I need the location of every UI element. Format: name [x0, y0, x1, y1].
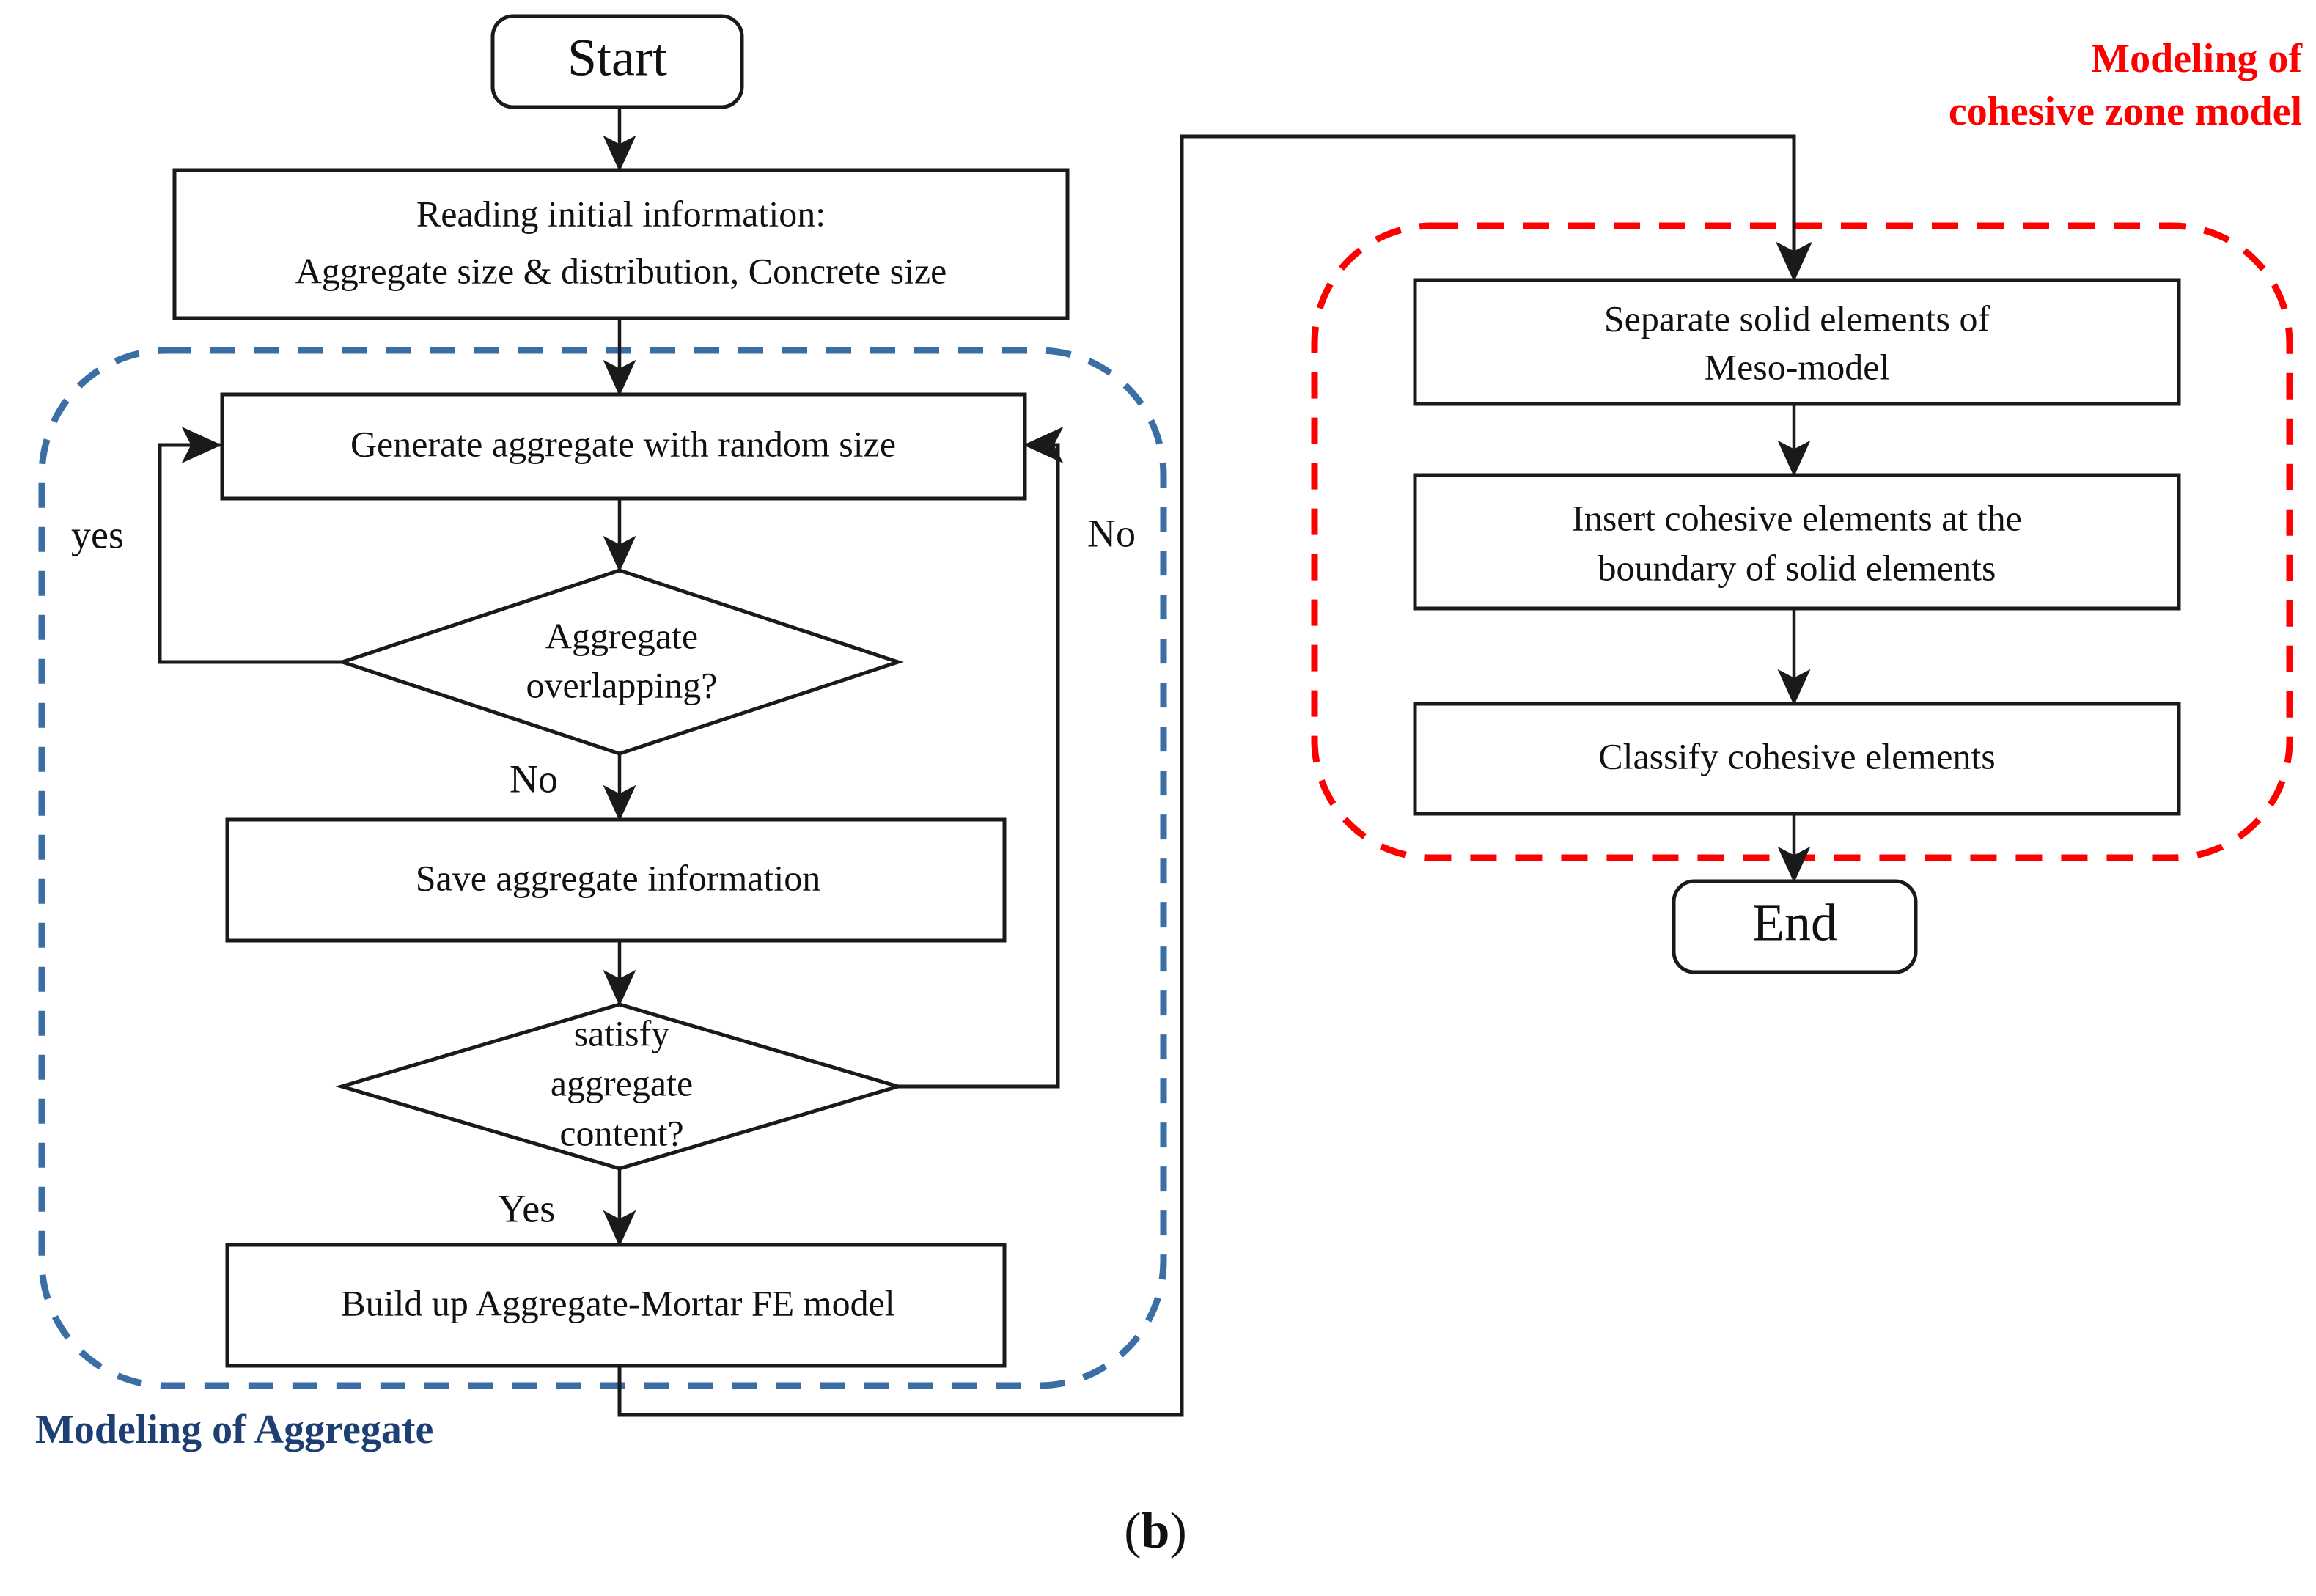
- node-generate-aggregate[interactable]: Generate aggregate with random size: [220, 392, 1027, 501]
- node-start[interactable]: Start: [490, 14, 744, 109]
- node-insert-cohesive[interactable]: Insert cohesive elements at the boundary…: [1413, 473, 2181, 611]
- node-start-label: Start: [567, 29, 667, 87]
- node-build-fe-model-label: Build up Aggregate-Mortar FE model: [341, 1282, 894, 1323]
- group-boundary-aggregate: [38, 347, 1167, 1389]
- node-overlap-decision-line1: Aggregate: [545, 615, 698, 656]
- connector-overlap-yes-loop: [158, 427, 342, 664]
- node-end-label: End: [1752, 894, 1837, 952]
- node-save-info[interactable]: Save aggregate information: [225, 817, 1007, 943]
- figure-caption: (b): [1124, 1503, 1187, 1559]
- group-label-cohesive-line1: Modeling of: [2091, 36, 2303, 81]
- node-content-decision[interactable]: satisfy aggregate content?: [335, 1002, 905, 1171]
- figure-caption-close: ): [1169, 1503, 1186, 1559]
- connector-build-to-separate: [617, 134, 1812, 1417]
- node-save-info-label: Save aggregate information: [416, 857, 821, 898]
- node-read-info-line1: Reading initial information:: [416, 193, 826, 234]
- node-overlap-decision[interactable]: Aggregate overlapping?: [337, 568, 905, 756]
- node-content-decision-line1: satisfy: [574, 1012, 670, 1053]
- node-overlap-decision-line2: overlapping?: [526, 664, 717, 705]
- node-insert-cohesive-line1: Insert cohesive elements at the: [1572, 497, 2022, 538]
- node-separate-solid-line1: Separate solid elements of: [1604, 298, 1990, 339]
- group-label-aggregate: Modeling of Aggregate: [35, 1407, 433, 1452]
- edge-label-overlap-yes: yes: [71, 512, 124, 556]
- node-read-info-line2: Aggregate size & distribution, Concrete …: [295, 250, 947, 291]
- node-separate-solid[interactable]: Separate solid elements of Meso-model: [1413, 278, 2181, 406]
- node-content-decision-line3: content?: [559, 1112, 683, 1153]
- node-separate-solid-line2: Meso-model: [1705, 346, 1890, 387]
- svg-text:(b): (b): [1124, 1503, 1187, 1559]
- figure-caption-letter: b: [1142, 1503, 1170, 1559]
- node-build-fe-model[interactable]: Build up Aggregate-Mortar FE model: [225, 1243, 1007, 1368]
- edge-label-content-yes: Yes: [498, 1186, 556, 1230]
- node-generate-aggregate-label: Generate aggregate with random size: [350, 423, 896, 464]
- connector-content-no-loop: [898, 427, 1064, 1089]
- figure-caption-open: (: [1124, 1503, 1141, 1559]
- node-end[interactable]: End: [1672, 879, 1918, 974]
- edge-label-content-no: No: [1087, 511, 1136, 555]
- node-insert-cohesive-line2: boundary of solid elements: [1598, 547, 1996, 588]
- node-classify-cohesive[interactable]: Classify cohesive elements: [1413, 702, 2181, 816]
- group-label-cohesive-line2: cohesive zone model: [1949, 89, 2302, 134]
- node-content-decision-line2: aggregate: [551, 1062, 693, 1103]
- edge-label-overlap-no: No: [510, 757, 558, 801]
- node-read-info[interactable]: Reading initial information: Aggregate s…: [172, 168, 1070, 320]
- node-classify-cohesive-label: Classify cohesive elements: [1598, 735, 1996, 776]
